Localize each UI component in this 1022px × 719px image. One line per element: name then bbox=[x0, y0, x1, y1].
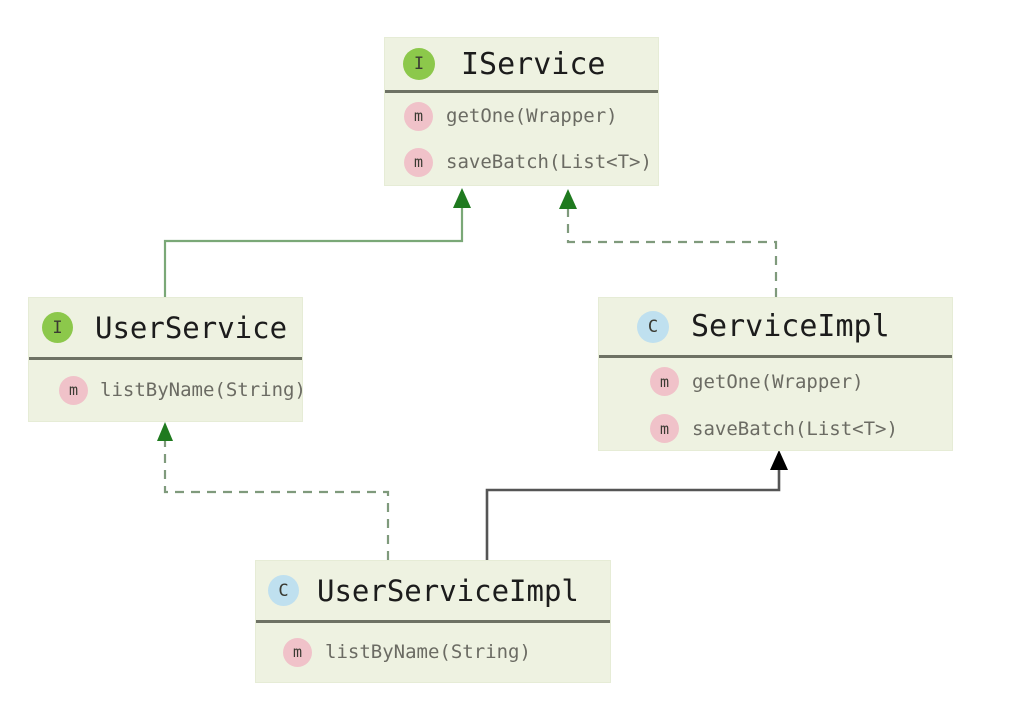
uml-node-iservice[interactable]: I IService m getOne(Wrapper) m saveBatch… bbox=[384, 37, 659, 186]
interface-badge-icon: I bbox=[42, 312, 73, 343]
edge-serviceimpl-implements-iservice bbox=[559, 189, 778, 297]
member-label: saveBatch(List<T>) bbox=[692, 417, 898, 440]
node-title: ServiceImpl bbox=[691, 309, 890, 344]
method-badge-icon: m bbox=[650, 414, 679, 443]
node-title: UserServiceImpl bbox=[317, 573, 579, 608]
node-body-iservice: m getOne(Wrapper) m saveBatch(List<T>) bbox=[385, 93, 658, 185]
member-label: getOne(Wrapper) bbox=[446, 105, 618, 127]
node-body-userserviceimpl: m listByName(String) bbox=[256, 623, 610, 681]
node-header-userserviceimpl: C UserServiceImpl bbox=[256, 561, 610, 620]
edge-userserviceimpl-implements-userservice bbox=[157, 422, 390, 560]
edge-userservice-extends-iservice bbox=[163, 188, 471, 297]
uml-node-userserviceimpl[interactable]: C UserServiceImpl m listByName(String) bbox=[255, 560, 611, 683]
edge-userserviceimpl-extends-serviceimpl bbox=[485, 450, 788, 560]
node-title: UserService bbox=[95, 310, 288, 345]
method-badge-icon: m bbox=[59, 375, 88, 405]
method-badge-icon: m bbox=[404, 147, 433, 177]
member-label: getOne(Wrapper) bbox=[692, 370, 864, 393]
node-divider bbox=[385, 90, 658, 93]
member-label: listByName(String) bbox=[100, 379, 306, 401]
member-row[interactable]: m saveBatch(List<T>) bbox=[599, 405, 952, 452]
method-badge-icon: m bbox=[404, 101, 433, 131]
member-label: saveBatch(List<T>) bbox=[446, 151, 652, 173]
node-header-userservice: I UserService bbox=[29, 298, 302, 357]
method-badge-icon: m bbox=[650, 367, 679, 396]
member-row[interactable]: m listByName(String) bbox=[256, 623, 610, 681]
member-label: listByName(String) bbox=[325, 641, 531, 663]
node-divider bbox=[256, 620, 610, 623]
member-row[interactable]: m getOne(Wrapper) bbox=[599, 358, 952, 405]
member-row[interactable]: m getOne(Wrapper) bbox=[385, 93, 658, 139]
node-divider bbox=[29, 357, 302, 360]
uml-node-userservice[interactable]: I UserService m listByName(String) bbox=[28, 297, 306, 422]
member-row[interactable]: m saveBatch(List<T>) bbox=[385, 139, 658, 185]
node-divider bbox=[599, 355, 952, 358]
node-body-userservice: m listByName(String) bbox=[29, 360, 306, 420]
node-title: IService bbox=[461, 46, 606, 82]
uml-node-serviceimpl[interactable]: C ServiceImpl m getOne(Wrapper) m saveBa… bbox=[598, 297, 953, 451]
interface-badge-icon: I bbox=[403, 48, 435, 80]
node-header-iservice: I IService bbox=[385, 38, 658, 90]
class-badge-icon: C bbox=[637, 310, 669, 343]
node-header-serviceimpl: C ServiceImpl bbox=[599, 298, 952, 355]
node-body-serviceimpl: m getOne(Wrapper) m saveBatch(List<T>) bbox=[599, 358, 952, 452]
method-badge-icon: m bbox=[283, 637, 312, 667]
class-badge-icon: C bbox=[268, 575, 299, 606]
member-row[interactable]: m listByName(String) bbox=[29, 360, 306, 420]
